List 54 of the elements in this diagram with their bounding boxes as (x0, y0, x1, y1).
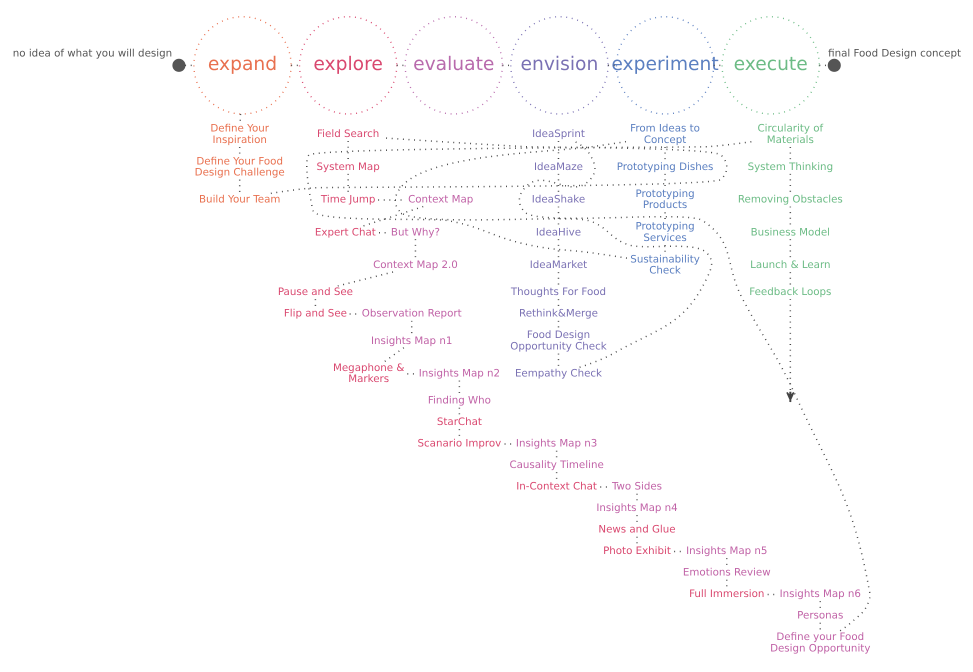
node-text: In-Context Chat (516, 480, 597, 493)
node-text: Insights Map n3 (516, 438, 598, 450)
node-text: IdeaSprint (532, 128, 585, 140)
node-text: Emotions Review (682, 566, 771, 579)
node-text: IdeaHive (536, 226, 582, 238)
node-text: Observation Report (362, 308, 462, 320)
node-text: Pause and See (278, 286, 354, 298)
node-text: Flip and See (284, 308, 347, 320)
node-text: Thoughts For Food (510, 286, 606, 298)
node-text: Prototyping Dishes (616, 160, 714, 173)
node-text: Scanario Improv (418, 438, 502, 450)
node-text: Prototyping Services (636, 220, 695, 244)
node-text: Define Your Inspiration (210, 122, 270, 146)
node-text: StarChat (436, 416, 482, 428)
node-label: final Food Design concept (828, 47, 962, 60)
node-text: IdeaShake (532, 194, 586, 206)
node-text: Feedback Loops (749, 286, 832, 298)
node-text: Finding Who (428, 394, 491, 407)
node-text: Define Your Food Design Challenge (194, 155, 285, 178)
node-text: System Map (316, 160, 380, 173)
node-text: IdeaMarket (530, 259, 588, 272)
node-text: IdeaMaze (534, 160, 583, 173)
node-text: Food Design Opportunity Check (510, 329, 607, 352)
node-text: Removing Obstacles (738, 194, 843, 206)
node-text: Full Immersion (689, 588, 764, 600)
node-text: Two Sides (612, 480, 662, 493)
node-text: Rethink&Merge (519, 308, 598, 320)
node-label: no idea of what you will design (12, 47, 172, 60)
node-text: Insights Map n6 (780, 588, 861, 600)
node-text: Context Map 2.0 (373, 259, 458, 272)
node-text: Insights Map n5 (686, 545, 768, 558)
node-text: Insights Map n2 (418, 367, 500, 380)
node-text: System Thinking (748, 160, 834, 173)
node-text: Causality Timeline (509, 459, 604, 472)
node-text: Megaphone & Markers (333, 362, 404, 386)
node-text: Insights Map n4 (596, 502, 678, 514)
node-text: Business Model (750, 226, 830, 238)
node-text: Sustainability Check (630, 253, 700, 277)
node-text: Personas (797, 610, 844, 622)
node-text: Define your Food Design Opportunity (770, 631, 870, 654)
node-text: Launch & Learn (750, 259, 831, 272)
node-text: But Why? (390, 226, 440, 238)
node-text: Time Jump (320, 194, 376, 206)
node-text: From Ideas to Concept (630, 122, 700, 146)
node-text: Expert Chat (314, 226, 376, 238)
node-text: Build Your Team (199, 194, 280, 206)
node-text: Context Map (408, 194, 474, 206)
node-text: Photo Exhibit (603, 545, 671, 558)
node-text: Insights Map n1 (371, 334, 452, 347)
node-text: Field Search (317, 128, 380, 140)
node-text: Eempathy Check (514, 367, 602, 380)
node-text: Circularity of Materials (758, 122, 824, 146)
node-text: Prototyping Products (636, 188, 695, 212)
node-text: News and Glue (598, 524, 676, 536)
